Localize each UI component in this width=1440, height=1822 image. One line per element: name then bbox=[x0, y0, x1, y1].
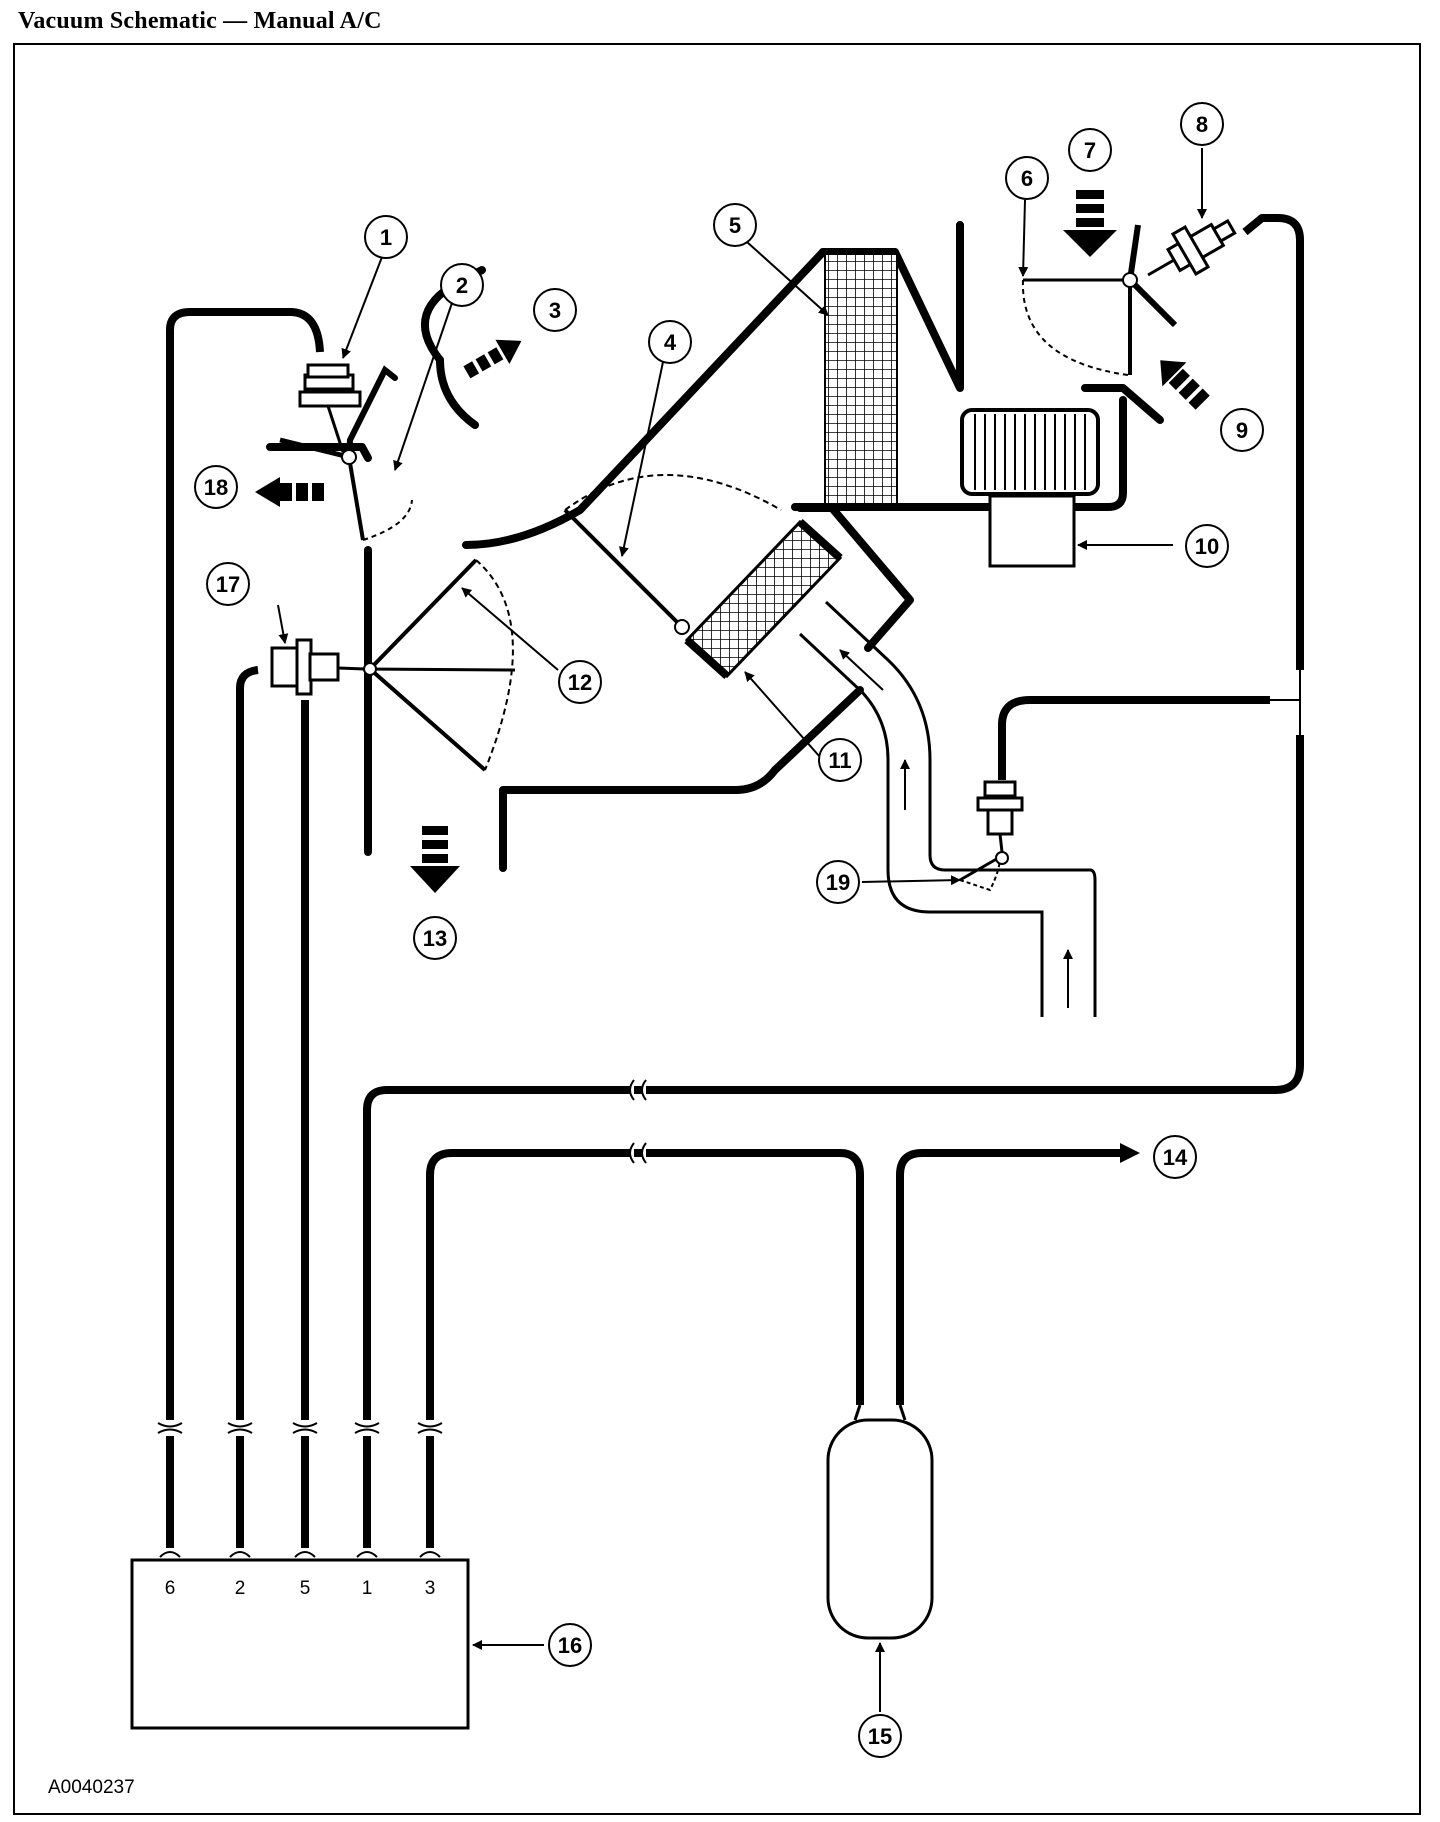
line-couplings bbox=[157, 1079, 647, 1434]
control-line-stubs bbox=[166, 1436, 434, 1548]
callout-number: 16 bbox=[558, 1633, 582, 1658]
callout-number: 8 bbox=[1196, 112, 1208, 137]
heater-water-valve bbox=[959, 851, 1009, 892]
vacuum-motor-19 bbox=[976, 780, 1024, 853]
vacuum-motor-1 bbox=[298, 363, 362, 453]
callout-number: 3 bbox=[549, 298, 561, 323]
callout-number: 4 bbox=[664, 330, 677, 355]
page-title: Vacuum Schematic — Manual A/C bbox=[18, 8, 382, 34]
flow-arrow bbox=[839, 649, 884, 691]
callout-number: 10 bbox=[1195, 534, 1219, 559]
panel-defrost-door bbox=[279, 365, 413, 541]
vacuum-reservoir bbox=[826, 1404, 934, 1640]
control-port-label: 3 bbox=[425, 1578, 436, 1599]
airflow-arrow-18 bbox=[255, 477, 324, 507]
callout-number: 7 bbox=[1084, 138, 1096, 163]
control-port-label: 1 bbox=[362, 1578, 373, 1599]
recirc-door bbox=[1021, 224, 1178, 376]
airflow-arrow-7 bbox=[1063, 190, 1117, 257]
callout-number: 14 bbox=[1163, 1145, 1188, 1170]
vacuum-source-arrow bbox=[1120, 1143, 1140, 1163]
callout-number: 1 bbox=[380, 225, 392, 250]
control-port-label: 2 bbox=[235, 1578, 246, 1599]
airflow-arrow-3 bbox=[463, 339, 522, 379]
callout-leaders bbox=[277, 148, 1207, 1712]
callout-number: 6 bbox=[1021, 166, 1033, 191]
airflow-arrow-9 bbox=[1160, 360, 1210, 410]
vacuum-tee bbox=[1270, 670, 1301, 735]
callout-number: 12 bbox=[568, 670, 592, 695]
heater-core bbox=[684, 519, 843, 679]
callout-number: 15 bbox=[868, 1724, 892, 1749]
callout-number: 18 bbox=[204, 475, 228, 500]
control-assembly bbox=[130, 1558, 470, 1730]
callout-number: 11 bbox=[828, 748, 851, 773]
mode-door bbox=[363, 558, 516, 772]
callout-number: 5 bbox=[729, 213, 741, 238]
evaporator-core bbox=[824, 253, 898, 505]
callout-number: 2 bbox=[456, 273, 468, 298]
blend-door bbox=[563, 474, 782, 635]
control-line-ends bbox=[159, 1551, 441, 1558]
callout-number: 19 bbox=[826, 870, 850, 895]
diagram-border bbox=[13, 43, 1421, 1815]
vacuum-motor-17 bbox=[270, 638, 366, 696]
control-port-label: 5 bbox=[300, 1578, 311, 1599]
control-port-label: 6 bbox=[165, 1578, 176, 1599]
callout-circles bbox=[194, 102, 1264, 1758]
callout-number: 9 bbox=[1236, 418, 1248, 443]
heater-core-edge bbox=[684, 637, 730, 679]
airflow-arrow-13 bbox=[410, 826, 460, 893]
figure-code: A0040237 bbox=[48, 1777, 135, 1798]
vacuum-motor-8 bbox=[1147, 218, 1237, 277]
callout-number: 13 bbox=[423, 926, 447, 951]
heater-core-edge bbox=[797, 519, 843, 561]
heater-hose bbox=[798, 600, 1097, 1017]
blower-motor bbox=[960, 408, 1100, 568]
callout-number: 17 bbox=[216, 572, 240, 597]
